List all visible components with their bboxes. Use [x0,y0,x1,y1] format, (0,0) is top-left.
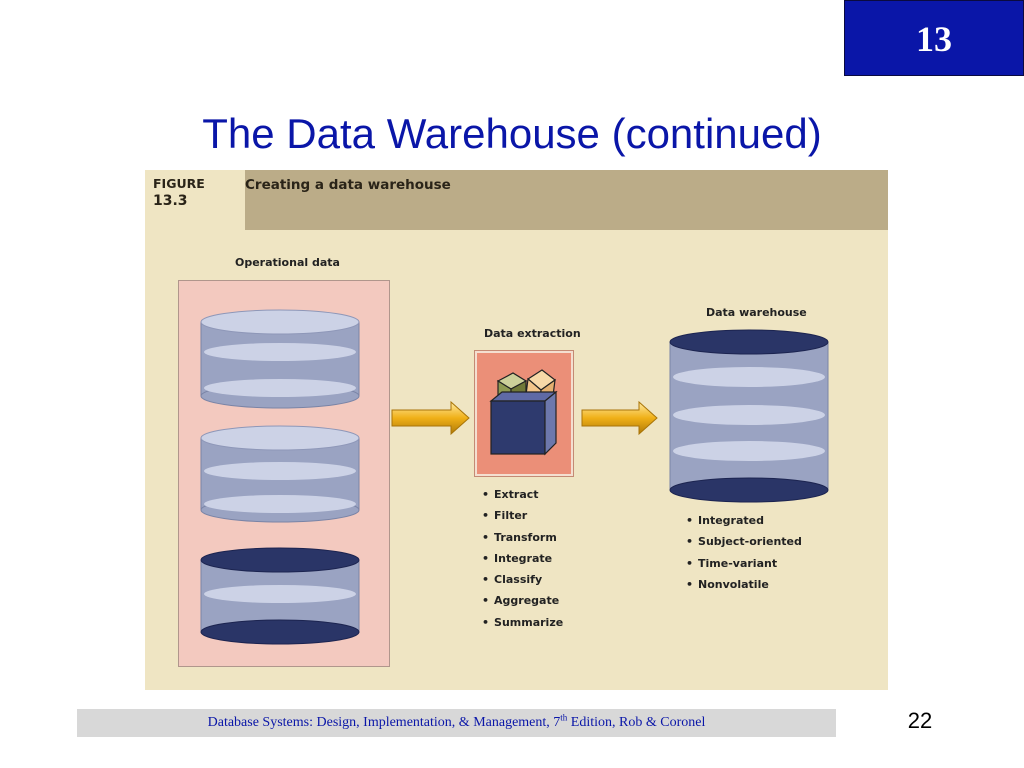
chapter-number-box: 13 [844,0,1024,76]
figure-label: FIGURE [153,176,205,191]
list-item: Nonvolatile [686,574,802,595]
footer-text-edition: Edition, Rob & Coronel [567,715,706,730]
arrow-right-icon [581,400,658,436]
list-item: Integrated [686,510,802,531]
figure-label-tab: FIGURE 13.3 [145,170,245,230]
page-number: 22 [907,708,933,733]
arrow-right-icon [391,400,470,436]
list-item: Extract [482,484,563,505]
extraction-cube-icon [489,369,558,456]
data-warehouse-label: Data warehouse [706,306,807,319]
operational-database-icon [200,309,360,409]
operational-database-icon [200,547,360,645]
figure-header-band [145,170,888,230]
data-extraction-label: Data extraction [484,327,581,340]
figure-caption: Creating a data warehouse [245,177,451,193]
figure-number: 13.3 [153,193,188,209]
footer-superscript: th [560,712,568,723]
footer-citation: Database Systems: Design, Implementation… [77,709,836,737]
extraction-steps-list: Extract Filter Transform Integrate Class… [482,484,563,633]
list-item: Summarize [482,612,563,633]
operational-data-label: Operational data [235,256,340,269]
list-item: Aggregate [482,590,563,611]
list-item: Time-variant [686,553,802,574]
operational-database-icon [200,425,360,523]
list-item: Subject-oriented [686,531,802,552]
footer-bar: Database Systems: Design, Implementation… [77,709,836,737]
chapter-number: 13 [916,19,952,59]
list-item: Transform [482,527,563,548]
list-item: Classify [482,569,563,590]
warehouse-characteristics-list: Integrated Subject-oriented Time-variant… [686,510,802,595]
figure-panel: FIGURE 13.3 Creating a data warehouse Op… [145,170,888,690]
list-item: Filter [482,505,563,526]
list-item: Integrate [482,548,563,569]
diagram-graphics [200,309,829,645]
data-warehouse-icon [669,329,829,503]
footer-text-main: Database Systems: Design, Implementation… [207,715,561,730]
slide-title: The Data Warehouse (continued) [202,110,822,157]
